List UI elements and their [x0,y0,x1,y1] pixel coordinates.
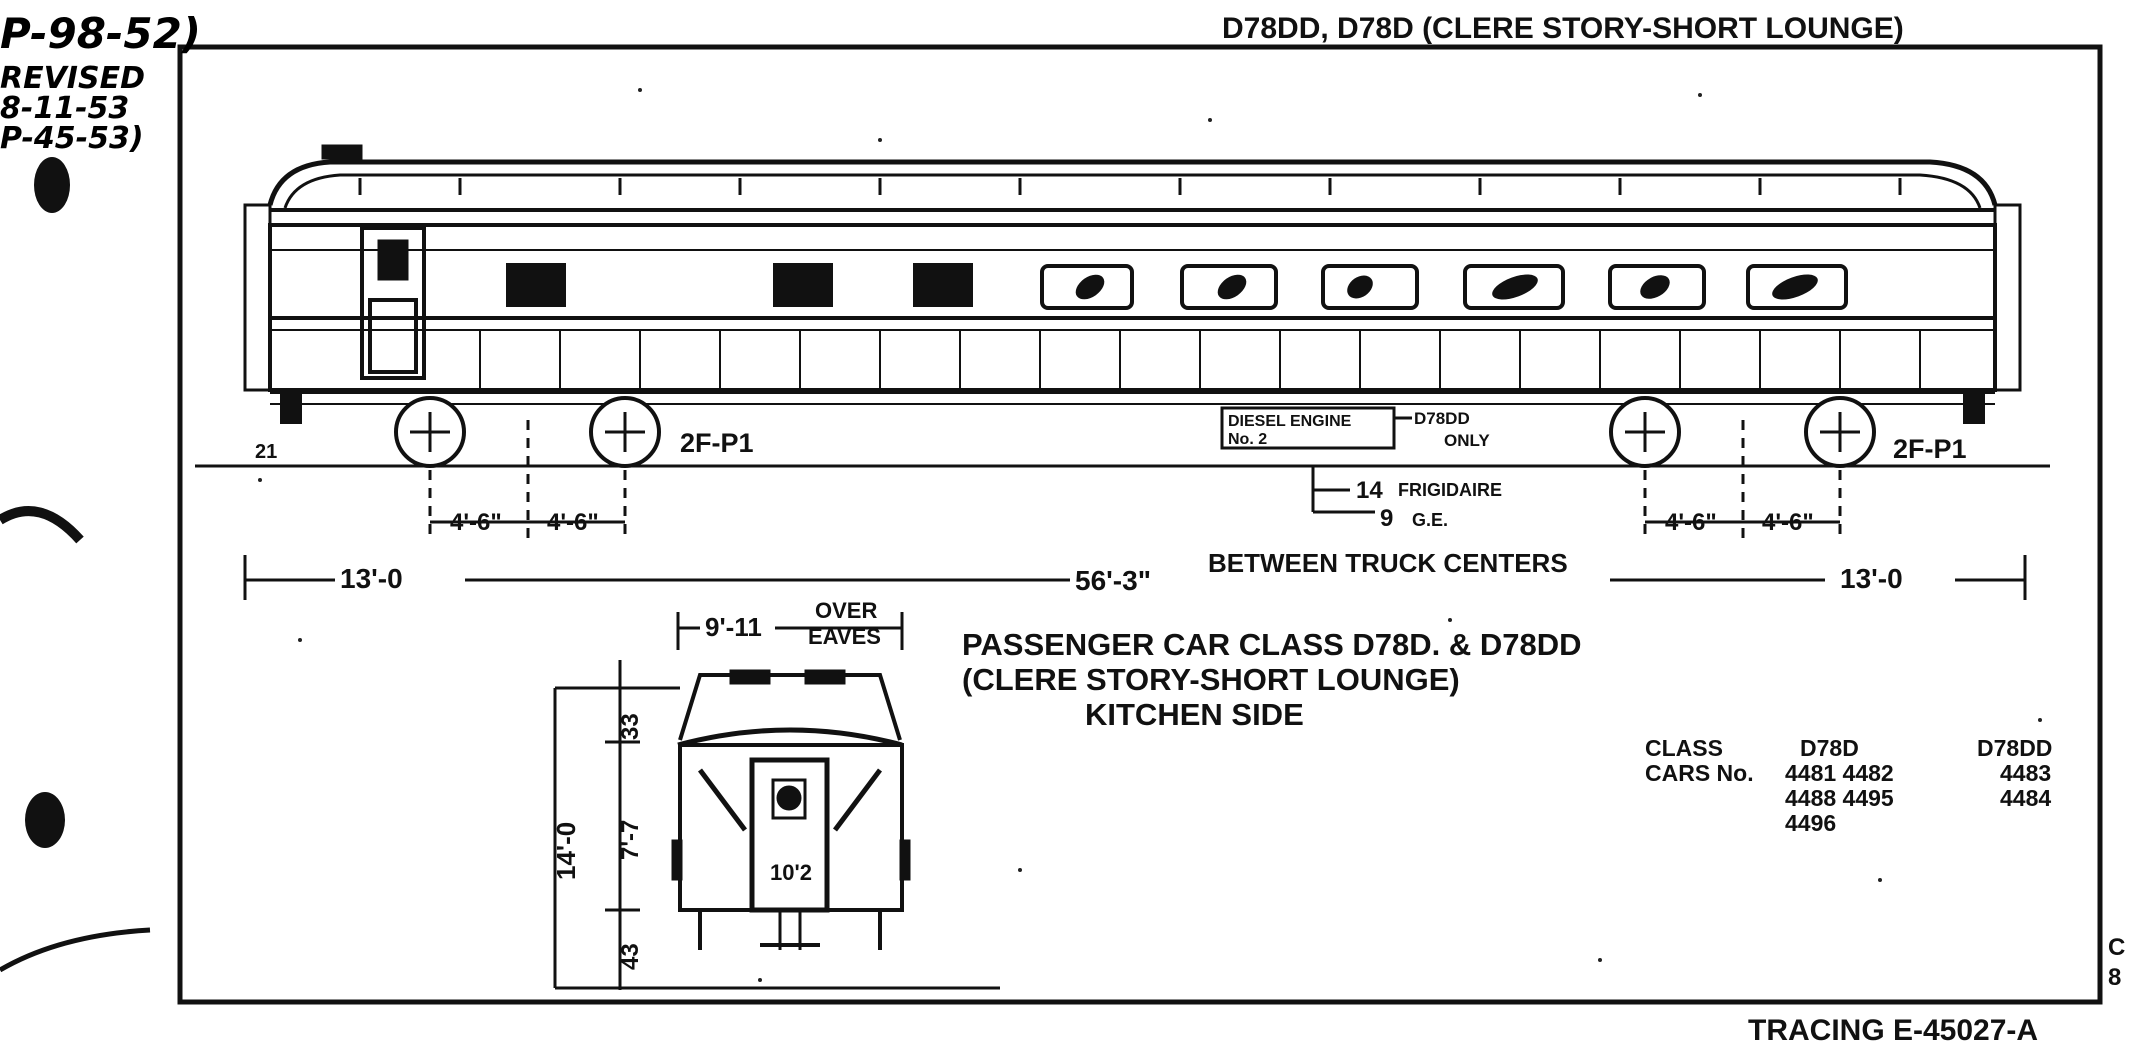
end-bottom-height-dim: 43 [617,943,644,970]
window-glare [1075,274,1818,300]
overhang-dim-right: 13'-0 [1840,563,1903,594]
frigidaire-leader [1311,466,1375,514]
lounge-window [1746,264,1848,310]
coupler-height-dim: 21 [255,441,277,463]
vestibule-door [360,226,426,380]
class-table-class-label: CLASS [1645,735,1723,761]
clerestory-ribs [358,178,1902,195]
car-windows [506,263,1848,310]
truck-type-left: 2F-P1 [680,428,754,458]
diesel-engine-number: No. 2 [1228,431,1267,448]
class-table-cell: 4488 4495 [1785,785,1894,811]
class-table-cell: 4483 [2000,760,2051,786]
wheelbase-dim: 4'-6" [547,509,599,536]
side-mark: C [2108,934,2125,961]
end-door-width-dim: 10'2 [770,860,812,885]
caption-subtitle: (CLERE STORY-SHORT LOUNGE) [962,662,1460,697]
edge-mark [0,506,84,544]
end-height-total-dim: 14'-0 [551,822,581,880]
overhang-dim-left: 13'-0 [340,563,403,594]
body-panel-lines [479,330,1921,390]
class-table-cell: 4484 [2000,785,2051,811]
end-width-dim: 9'-11 [705,612,762,642]
end-body [678,743,904,912]
truck-type-right: 2F-P1 [1893,434,1967,464]
lounge-window [1608,264,1706,310]
drawing-border [177,44,2103,1005]
ge-dim: 9 [1380,505,1393,532]
drawing-title: D78DD, D78D (CLERE STORY-SHORT LOUNGE) [1222,12,1904,45]
door-step-box [368,298,418,374]
kitchen-window [773,263,833,307]
lounge-window [1321,264,1419,310]
roof-vent [321,144,363,160]
class-table-cell: 4496 [1785,810,1836,836]
engine-note-only: ONLY [1444,431,1490,450]
margin-note-revised: REVISED [0,61,145,96]
tracing-number: TRACING E-45027-A [1748,1014,2038,1047]
over-eaves-label: EAVES [808,624,881,649]
frigidaire-dim: 14 [1356,477,1383,504]
end-view-dim-lines [553,612,1000,990]
margin-note-ref: P-45-53) [0,121,144,156]
door-window [377,239,409,281]
over-eaves-label: OVER [815,598,877,623]
scan-speckles [258,88,2042,982]
truck-centers-dim: 56'-3" [1075,565,1151,596]
ge-label: G.E. [1412,510,1448,530]
end-body-height-dim: 7'-7 [617,820,644,860]
caption-title: PASSENGER CAR CLASS D78D. & D78DD [962,627,1582,662]
lounge-window [1040,264,1134,310]
truck-centers-label: BETWEEN TRUCK CENTERS [1208,548,1568,578]
diesel-engine-label: DIESEL ENGINE [1228,413,1352,430]
punch-hole-mark [34,157,70,213]
end-door [749,757,830,913]
trucks [394,396,1876,468]
end-roof-height-dim: 33 [617,713,644,740]
overall-dim-line [243,555,2027,600]
margin-note-order: P-98-52) [0,9,201,58]
engine-note-class: D78DD [1414,409,1470,428]
kitchen-window [913,263,973,307]
car-end-view [671,669,911,950]
class-table-header-d78dd: D78DD [1977,735,2052,761]
class-table-header-d78d: D78D [1800,735,1859,761]
punch-hole-mark [25,792,65,848]
wheelbase-dim: 4'-6" [1762,509,1814,536]
diesel-engine-box [1220,406,1396,450]
edge-mark [0,927,151,973]
underframe [195,390,2050,468]
car-roof-outline [267,159,1998,206]
car-roof-inner [283,173,1982,209]
wheelbase-dim: 4'-6" [1665,509,1717,536]
side-mark: 8 [2108,964,2121,991]
kitchen-window [506,263,566,307]
car-end-right [1993,203,2022,392]
frigidaire-label: FRIGIDAIRE [1398,480,1502,500]
caption-side: KITCHEN SIDE [1085,697,1304,732]
lounge-window [1463,264,1565,310]
car-end-left [243,203,272,392]
lounge-window [1180,264,1278,310]
wheelbase-dim-lines [428,420,1842,540]
class-table-cell: 4481 4482 [1785,760,1894,786]
margin-note-date: 8-11-53 [0,91,129,126]
class-table-cars-label: CARS No. [1645,760,1754,786]
wheelbase-dim: 4'-6" [450,509,502,536]
